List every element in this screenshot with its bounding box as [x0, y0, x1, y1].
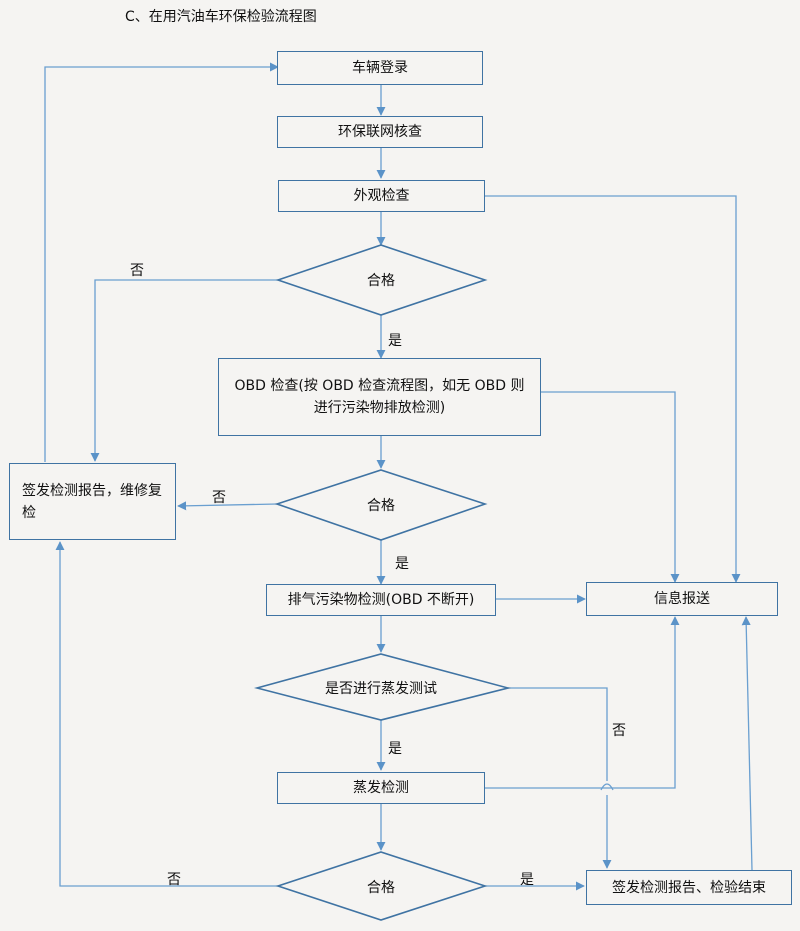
decision1-label: 合格 — [367, 273, 395, 289]
edge-label-no-evap: 否 — [612, 723, 626, 739]
final-report-box: 签发检测报告、检验结束 — [586, 870, 792, 905]
arrow-obd-info — [541, 391, 680, 583]
arrow-decision2-repair — [177, 501, 278, 511]
edge-label-yes2: 是 — [395, 556, 409, 572]
info-report-box: 信息报送 — [586, 582, 778, 616]
arrow-repair-register — [44, 62, 279, 462]
network-check-box: 环保联网核查 — [277, 116, 483, 148]
appearance-check-box: 外观检查 — [278, 180, 485, 212]
evap-decision-diamond — [253, 653, 512, 721]
edge-label-no1: 否 — [130, 263, 144, 279]
edge-label-yes3: 是 — [520, 872, 534, 888]
obd-check-box: OBD 检查(按 OBD 检查流程图，如无 OBD 则进行污染物排放检测) — [218, 358, 541, 436]
arrow-final-info — [741, 616, 753, 871]
line-jump — [600, 783, 614, 791]
arrow-evapdecision-final — [508, 687, 608, 781]
exhaust-test-box: 排气污染物检测(OBD 不断开) — [266, 584, 496, 616]
arrow-decision3-repair — [55, 541, 278, 887]
arrow-evaptest-info — [485, 616, 680, 789]
decision2-diamond — [274, 469, 488, 541]
evap-decision-label: 是否进行蒸发测试 — [325, 681, 437, 697]
edge-label-yes-evap: 是 — [388, 741, 402, 757]
register-box: 车辆登录 — [277, 51, 483, 85]
repair-report-box: 签发检测报告，维修复检 — [9, 463, 176, 540]
edge-label-yes1: 是 — [388, 333, 402, 349]
arrow-appearance-info — [485, 195, 741, 583]
decision2-label: 合格 — [367, 498, 395, 514]
edge-label-no3: 否 — [167, 872, 181, 888]
evap-test-box: 蒸发检测 — [277, 772, 485, 804]
decision1-diamond — [275, 244, 488, 316]
page-title: C、在用汽油车环保检验流程图 — [125, 9, 317, 25]
edge-label-no2: 否 — [212, 490, 226, 506]
decision3-diamond — [275, 851, 488, 921]
arrow-decision1-repair — [90, 279, 278, 462]
decision3-label: 合格 — [367, 880, 395, 896]
